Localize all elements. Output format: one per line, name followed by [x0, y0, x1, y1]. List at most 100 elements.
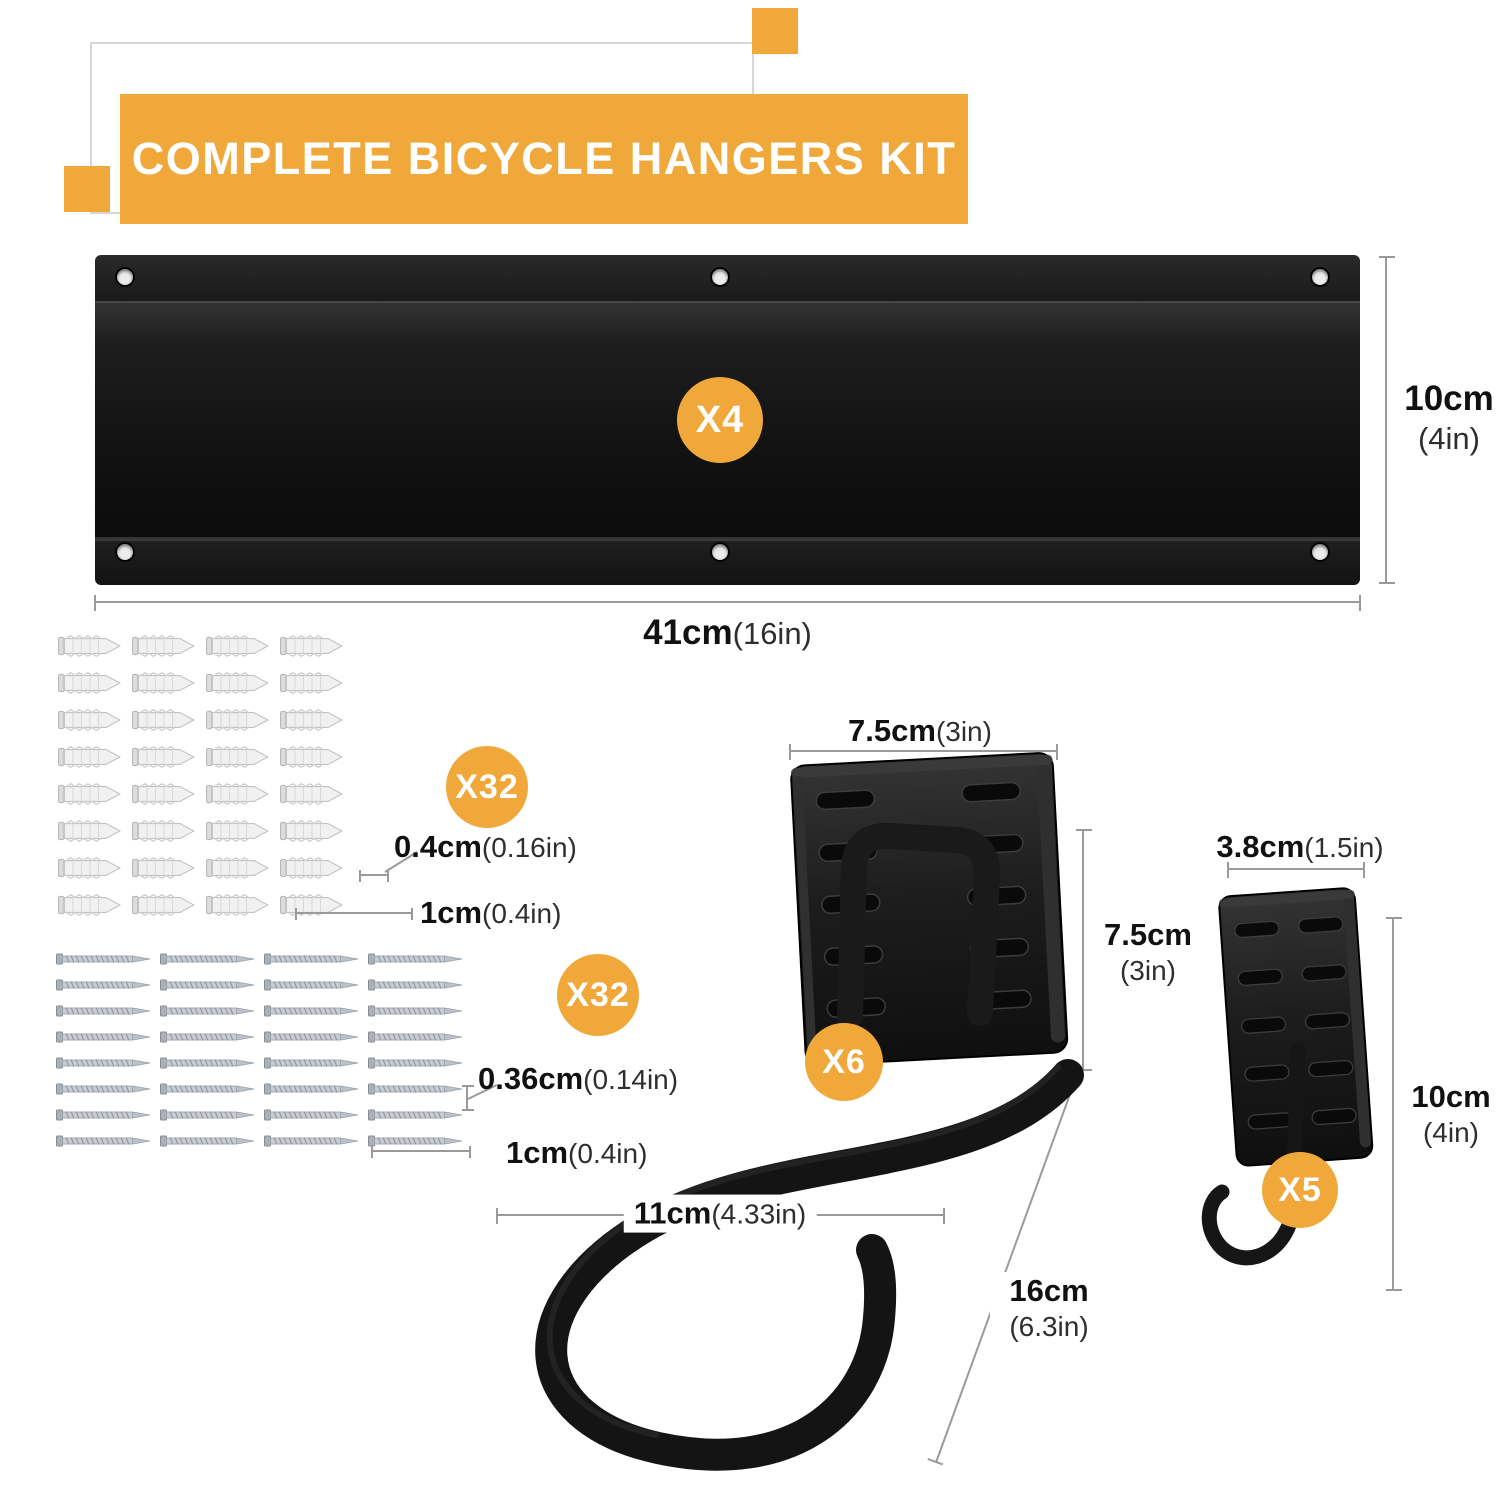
dim-value-in: (0.14in)	[583, 1064, 679, 1095]
dim-value: 41cm	[643, 613, 733, 652]
anchor-icon	[280, 892, 344, 918]
dim-value: 7.5cm	[1104, 917, 1192, 952]
dim-value-in: (4in)	[1422, 1116, 1479, 1148]
dim-value: 10cm	[1404, 379, 1494, 418]
screw-grid	[56, 952, 464, 1148]
dim-value: 10cm	[1411, 1079, 1491, 1114]
screw-icon	[368, 952, 464, 966]
anchor-icon	[206, 781, 270, 807]
screw-icon	[56, 952, 152, 966]
dim-screw-length-label: 1cm(0.4in)	[506, 1134, 647, 1172]
screw-hole	[712, 544, 728, 560]
dim-line-anchor-diameter	[359, 870, 389, 882]
foam-hook-image	[535, 1059, 1084, 1471]
screw-count-badge: X32	[557, 954, 639, 1036]
screw-hole	[1312, 544, 1328, 560]
screw-icon	[56, 978, 152, 992]
dim-large-hook-width-label: 7.5cm(3in)	[770, 712, 1070, 750]
anchor-icon	[132, 855, 196, 881]
dim-value-in: (0.4in)	[568, 1138, 648, 1169]
wall-mount-rail: X4	[95, 255, 1360, 585]
screw-icon	[160, 1108, 256, 1122]
anchor-icon	[280, 670, 344, 696]
anchor-icon	[280, 744, 344, 770]
rail-bottom-flange	[95, 539, 1360, 585]
screw-icon	[160, 1004, 256, 1018]
screw-icon	[160, 1082, 256, 1096]
dim-screw-diameter-label: 0.36cm(0.14in)	[478, 1060, 678, 1098]
anchor-icon	[206, 892, 270, 918]
screw-icon	[368, 1134, 464, 1148]
dim-large-hook-height-label: 7.5cm (3in)	[1092, 916, 1204, 989]
dim-value: 1cm	[420, 895, 483, 930]
anchor-count-badge: X32	[446, 746, 528, 828]
screw-icon	[368, 1082, 464, 1096]
dim-value: 0.4cm	[394, 829, 482, 864]
anchor-icon	[58, 892, 122, 918]
dim-value-in: (4.33in)	[711, 1198, 807, 1230]
dim-line-large-hook-height	[1076, 829, 1092, 1071]
anchor-icon	[206, 707, 270, 733]
dim-value-in: (6.3in)	[1009, 1310, 1089, 1342]
screw-icon	[264, 978, 360, 992]
large-hook-count-badge: X6	[805, 1023, 883, 1101]
dim-hook-depth-label: 16cm (6.3in)	[990, 1272, 1108, 1345]
dim-line-rail-height	[1379, 256, 1395, 584]
anchor-icon	[58, 670, 122, 696]
dim-value-in: (0.4in)	[482, 898, 562, 929]
screw-icon	[368, 1056, 464, 1070]
dim-anchor-length-label: 1cm(0.4in)	[420, 894, 561, 932]
anchor-icon	[132, 670, 196, 696]
screw-icon	[160, 978, 256, 992]
decor-square-left	[64, 166, 110, 212]
page-title: COMPLETE BICYCLE HANGERS KIT	[131, 133, 957, 184]
screw-icon	[56, 1004, 152, 1018]
dim-line-large-hook-width	[789, 744, 1058, 760]
screw-icon	[264, 1030, 360, 1044]
screw-icon	[368, 978, 464, 992]
anchor-icon	[280, 781, 344, 807]
screw-icon	[160, 1056, 256, 1070]
anchor-icon	[132, 707, 196, 733]
anchor-icon	[206, 744, 270, 770]
large-bike-hook-image	[790, 752, 1069, 1066]
screw-icon	[56, 1082, 152, 1096]
screw-icon	[56, 1030, 152, 1044]
anchor-icon	[280, 855, 344, 881]
dim-line-screw-diameter	[462, 1085, 474, 1111]
screw-icon	[368, 1030, 464, 1044]
anchor-grid	[58, 633, 344, 918]
anchor-icon	[206, 670, 270, 696]
dim-line-small-hook-width	[1227, 862, 1365, 878]
anchor-icon	[206, 818, 270, 844]
screw-icon	[160, 1030, 256, 1044]
dim-value-in: (1.5in)	[1304, 832, 1384, 863]
small-hook-count-badge: X5	[1262, 1152, 1338, 1228]
dim-value: 16cm	[1009, 1273, 1089, 1308]
dim-value: 1cm	[506, 1135, 569, 1170]
small-bike-hook-image	[1201, 887, 1374, 1266]
dim-line-small-hook-height	[1386, 917, 1402, 1291]
screw-icon	[56, 1056, 152, 1070]
dim-value-in: (4in)	[1417, 421, 1480, 456]
screw-icon	[264, 952, 360, 966]
dim-value: 0.36cm	[478, 1061, 584, 1096]
rail-count-badge: X4	[677, 377, 763, 463]
screw-icon	[160, 952, 256, 966]
screw-hole	[117, 269, 133, 285]
screw-icon	[264, 1134, 360, 1148]
dim-value: 11cm	[633, 1195, 712, 1231]
screw-icon	[368, 1108, 464, 1122]
anchor-icon	[132, 818, 196, 844]
anchor-icon	[58, 707, 122, 733]
screw-icon	[264, 1004, 360, 1018]
dim-hook-opening-label: 11cm(4.33in)	[623, 1194, 817, 1233]
dim-value-in: (0.16in)	[481, 832, 577, 863]
anchor-icon	[58, 744, 122, 770]
anchor-icon	[132, 781, 196, 807]
screw-icon	[56, 1134, 152, 1148]
screw-icon	[368, 1004, 464, 1018]
anchor-icon	[132, 892, 196, 918]
dim-small-hook-width-label: 3.8cm(1.5in)	[1210, 828, 1390, 866]
